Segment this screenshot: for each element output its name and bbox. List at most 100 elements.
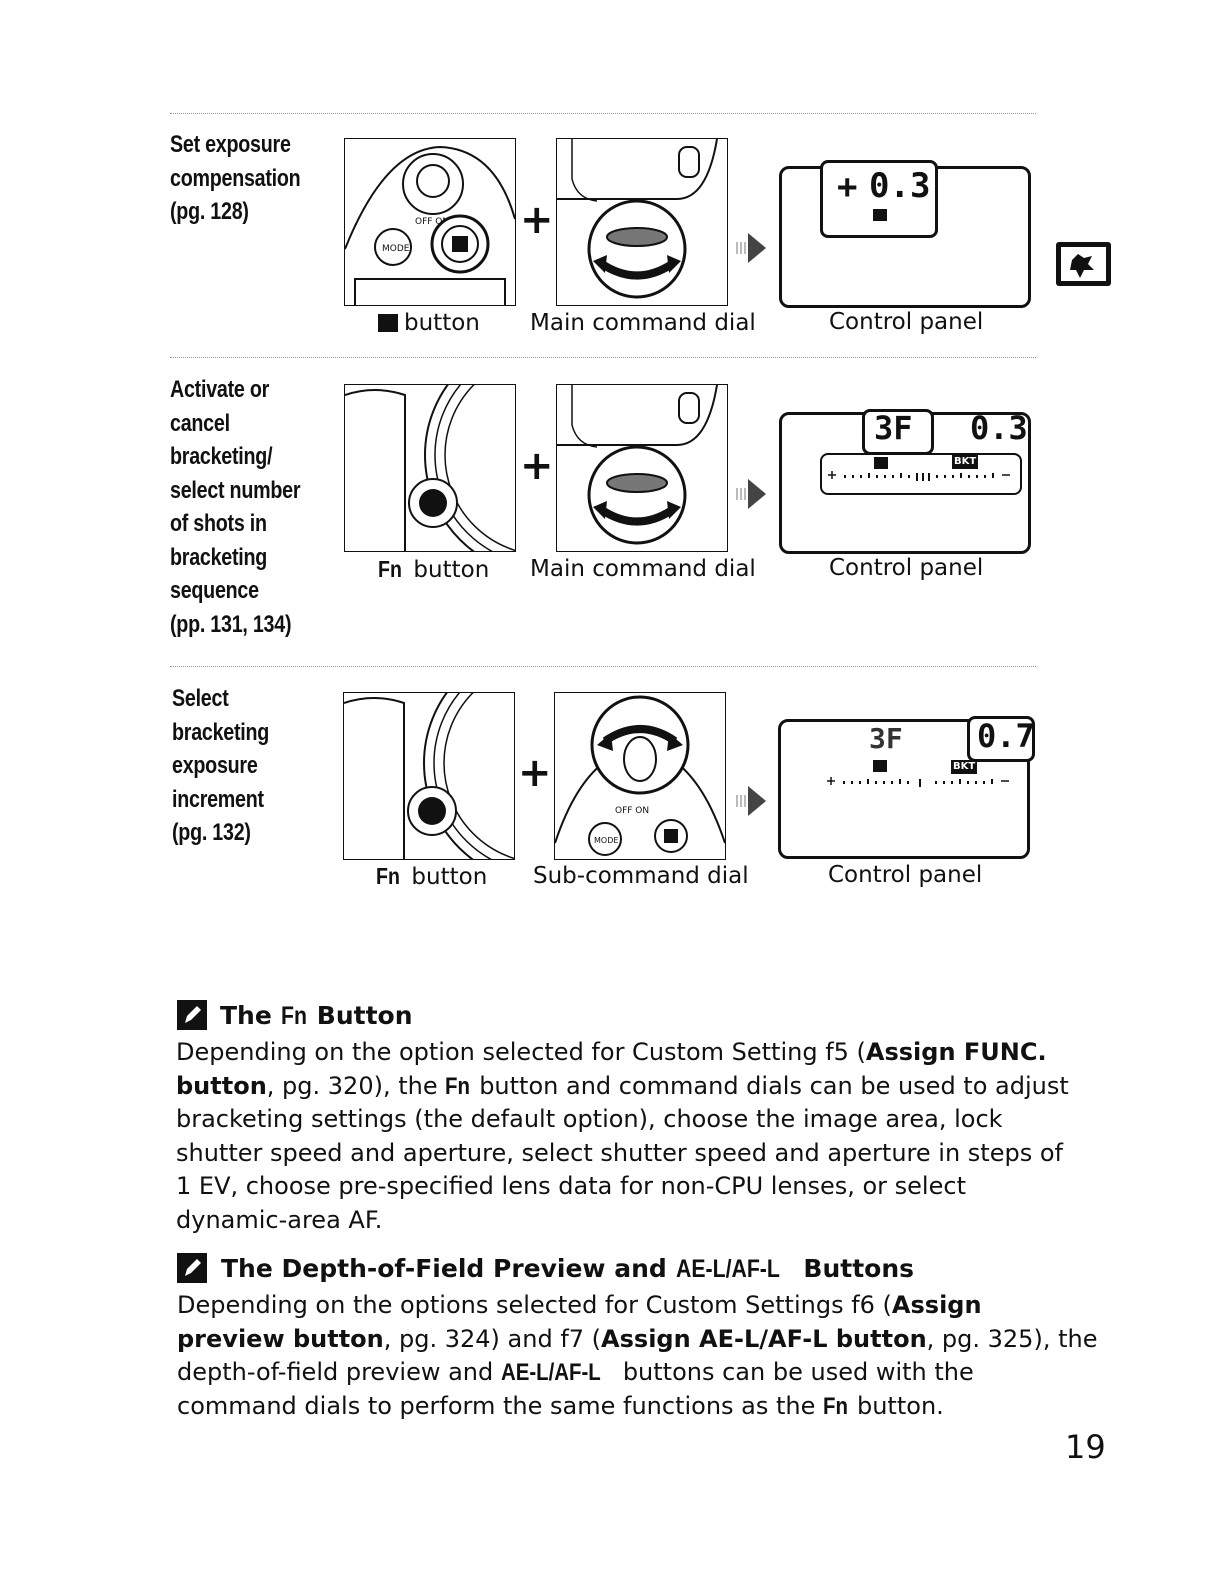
result-arrow	[736, 786, 766, 816]
row-label-line: select number	[170, 476, 301, 504]
svg-text:OFF ON: OFF ON	[615, 806, 649, 816]
exposure-compensation-icon	[378, 314, 398, 332]
note-text-segment: Depending on the options selected for Cu…	[177, 1291, 892, 1319]
row-label-line: (pp. 131, 134)	[170, 610, 292, 638]
note-text-segment: Fn	[445, 1072, 471, 1100]
note-title: The Depth-of-Field Preview and AE-L/AF-L…	[221, 1253, 914, 1285]
note-text-segment: buttons can be used with the	[615, 1358, 974, 1386]
plus-sign: +	[520, 443, 554, 489]
row-divider	[170, 113, 1036, 114]
dial-caption: Main command dial	[530, 556, 756, 582]
lcd-value: 0.7	[977, 717, 1035, 755]
note-text-segment: , pg. 324) and f7 (	[383, 1324, 602, 1353]
panel-caption: Control panel	[829, 309, 984, 335]
row-label-line: bracketing/	[170, 443, 273, 470]
note-text-segment: Assign AE-L/AF-L button	[601, 1324, 927, 1353]
note-body-line: preview button, pg. 324) and f7 (Assign …	[177, 1323, 1097, 1357]
row-label-line: Select	[172, 685, 229, 712]
row-label-line: increment	[172, 785, 264, 813]
row-label-line: sequence	[170, 577, 259, 604]
button-caption: Fn button	[376, 862, 487, 891]
button-caption: button	[378, 309, 480, 337]
fn-button-illustration	[344, 384, 516, 552]
note-text-segment: button.	[849, 1391, 944, 1420]
lcd-shots: 3F	[869, 722, 903, 755]
row-label-line: bracketing	[172, 718, 270, 746]
caption-text: button	[413, 557, 490, 583]
note-text-segment: , pg. 320), the	[266, 1071, 446, 1100]
camera-setup-tab-icon	[1056, 242, 1111, 286]
button-caption: Fn button	[378, 555, 489, 584]
note-body-line: command dials to perform the same functi…	[177, 1390, 1097, 1424]
note-body: Depending on the options selected for Cu…	[177, 1289, 1097, 1423]
fn-label: Fn	[376, 863, 400, 889]
note-text-segment: 1 EV, choose pre-specified lens data for…	[176, 1172, 966, 1200]
note-body-line: depth-of-field preview and AE-L/AF-L but…	[177, 1356, 1097, 1390]
row-label-line: compensation	[170, 164, 301, 192]
bkt-indicator: BKT	[952, 455, 979, 469]
main-command-dial-illustration	[556, 384, 728, 552]
row-label-line: bracketing	[170, 543, 268, 571]
row-label-line: of shots in	[170, 510, 267, 537]
note-text-segment: Assign FUNC.	[865, 1038, 1047, 1066]
note-text-segment: Fn	[823, 1392, 848, 1420]
fn-button-illustration	[343, 692, 515, 860]
note-text-segment: , pg. 325), the	[926, 1324, 1098, 1353]
note-pencil-icon	[177, 1253, 207, 1283]
caption-text: button	[411, 864, 488, 890]
note-body-line: Depending on the option selected for Cus…	[176, 1036, 1069, 1070]
control-panel-display: 3F 0.3 BKT	[779, 409, 1031, 554]
lcd-shots: 3F	[874, 409, 913, 447]
panel-caption: Control panel	[829, 555, 984, 581]
row-label-line: Activate or	[170, 376, 270, 403]
note-body: Depending on the option selected for Cus…	[176, 1036, 1069, 1237]
exposure-compensation-icon	[873, 209, 887, 221]
row-label: Set exposure compensation (pg. 128)	[170, 128, 301, 229]
page-number: 19	[1065, 1428, 1106, 1466]
control-panel-display: 3F 0.7 BKT	[778, 716, 1035, 859]
note-title-part: Buttons	[794, 1254, 915, 1283]
exposure-compensation-button-illustration: OFF ON MODE	[344, 138, 516, 306]
row-label-line: Set exposure	[170, 131, 291, 158]
note-body-line: shutter speed and aperture, select shutt…	[176, 1137, 1069, 1171]
sub-command-dial-illustration: OFF ON MODE	[554, 692, 726, 860]
note-title: The Fn Button	[220, 1000, 413, 1032]
result-arrow	[736, 479, 766, 509]
exposure-scale	[826, 467, 1012, 481]
panel-caption: Control panel	[828, 862, 983, 888]
lcd-value: 0.3	[970, 409, 1028, 447]
note-text-segment: shutter speed and aperture, select shutt…	[176, 1138, 1063, 1167]
svg-text:OFF ON: OFF ON	[415, 217, 449, 227]
exposure-compensation-icon	[874, 457, 888, 469]
note-body-line: bracketing settings (the default option)…	[176, 1103, 1069, 1137]
row-label: Select bracketing exposure increment (pg…	[172, 682, 269, 850]
bkt-indicator: BKT	[951, 760, 978, 774]
caption-text: button	[404, 310, 480, 336]
row-label-line: exposure	[172, 752, 258, 779]
note-title-part: AE-L/AF-L	[675, 1255, 780, 1283]
control-panel-display: + 0.3	[779, 160, 1031, 308]
dial-caption: Sub-command dial	[533, 863, 749, 889]
row-label-line: cancel	[170, 409, 230, 437]
row-divider	[170, 666, 1036, 667]
note-text-segment: command dials to perform the same functi…	[177, 1391, 824, 1420]
plus-sign: +	[518, 750, 552, 796]
dial-caption: Main command dial	[530, 310, 756, 336]
note-body-line: dynamic-area AF.	[176, 1204, 1069, 1238]
lcd-sign: +	[837, 167, 858, 207]
plus-sign: +	[520, 197, 554, 243]
note-text-segment: button	[176, 1071, 267, 1100]
svg-text:MODE: MODE	[594, 836, 618, 845]
svg-text:MODE: MODE	[382, 244, 410, 254]
main-command-dial-illustration	[556, 138, 728, 306]
note-title-part: The Depth-of-Field Preview and	[221, 1254, 676, 1283]
note-text-segment: preview button	[177, 1324, 384, 1353]
note-text-segment: button and command dials can be used to …	[471, 1071, 1069, 1100]
exposure-scale	[825, 772, 1011, 787]
note-text-segment: AE-L/AF-L	[500, 1359, 601, 1386]
note-body-line: button, pg. 320), the Fn button and comm…	[176, 1070, 1069, 1104]
fn-label: Fn	[378, 556, 402, 582]
lcd-value: 0.3	[869, 166, 931, 206]
note-title-part: Button	[308, 1001, 413, 1030]
row-label-line: (pg. 132)	[172, 819, 251, 846]
